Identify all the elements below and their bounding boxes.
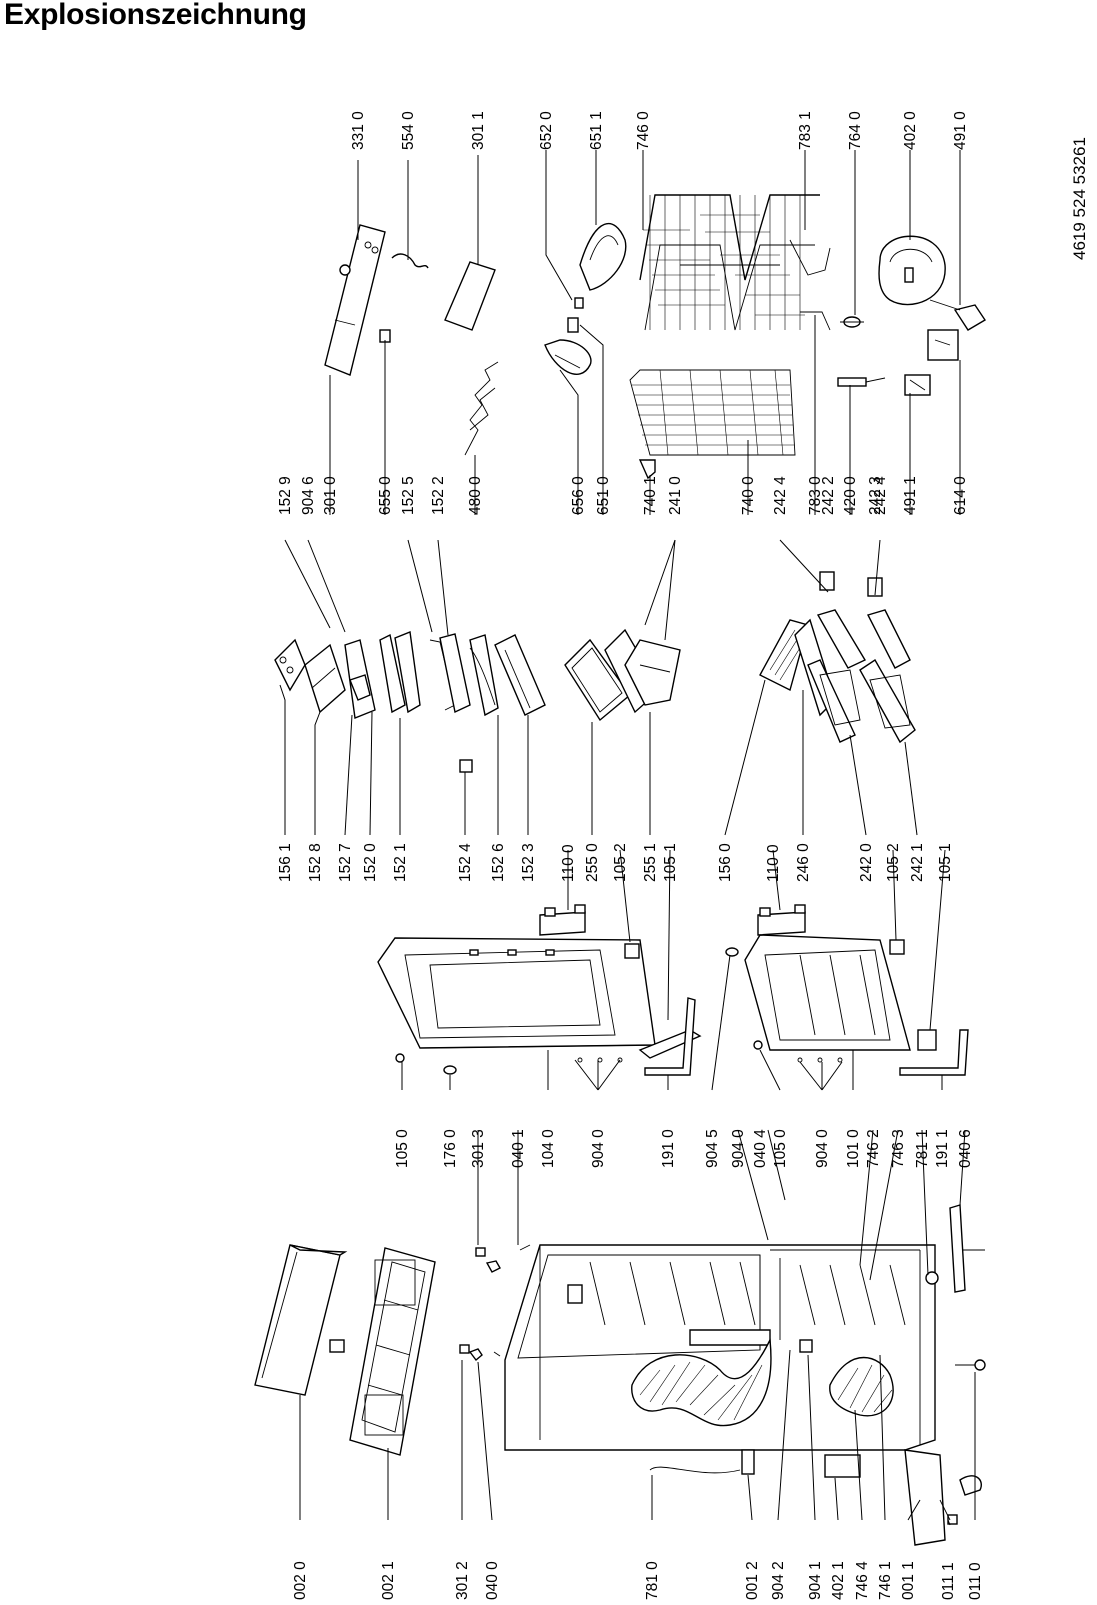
part-number-label: 152 6 (490, 843, 507, 882)
part-number-label: 904 0 (590, 1129, 607, 1168)
part-number-label: 746 1 (877, 1561, 894, 1600)
tubing-drawing (789, 239, 831, 331)
part-number-label: 242 4 (872, 476, 889, 515)
part-number-label: 904 6 (300, 476, 317, 515)
part-number-label: 242 4 (772, 476, 789, 515)
labels-column-left: 002 0 002 1 301 2 040 0 781 0 001 2 904 2 904 1… (292, 1561, 984, 1600)
part-number-label: 746 3 (890, 1129, 907, 1168)
part-number-label: 301 1 (470, 111, 487, 150)
labels-column-mid: 156 1 152 8 152 7 152 0 152 1 152 4 152 6 152 3… (277, 843, 954, 882)
part-number-label: 040 0 (484, 1561, 501, 1600)
part-number-label: 904 2 (770, 1561, 787, 1600)
part-number-label: 176 0 (442, 1129, 459, 1168)
part-number-label: 110 0 (765, 844, 782, 882)
fridge-door-drawing (725, 904, 969, 1076)
part-number-label: 105 1 (937, 843, 954, 882)
part-number-label: 242 1 (909, 843, 926, 882)
part-number-label: 331 0 (350, 111, 367, 150)
part-number-label: 904 1 (807, 1561, 824, 1600)
part-number-label: 101 0 (845, 1129, 862, 1168)
leader-lines (279, 150, 976, 1526)
part-number-label: 105 2 (612, 843, 629, 882)
part-number-label: 904 0 (814, 1129, 831, 1168)
labels-column-right: 331 0 554 0 301 1 652 0 651 1 746 0 783 1 764 0… (350, 111, 969, 150)
part-number-label: 191 1 (934, 1129, 951, 1168)
part-number-label: 402 1 (830, 1561, 847, 1600)
part-number-label: 191 0 (660, 1129, 677, 1168)
dryer-filter-drawing (837, 316, 886, 387)
part-number-label: 554 0 (400, 111, 417, 150)
part-number-label: 746 4 (854, 1561, 871, 1600)
wiring-harness-drawing (464, 361, 499, 456)
cover-plate-drawing (444, 261, 496, 331)
evaporator-drawing (629, 369, 796, 480)
part-number-label: 783 1 (797, 111, 814, 150)
part-number-label: 002 0 (292, 1561, 309, 1600)
part-number-label: 156 0 (717, 843, 734, 882)
part-number-label: 152 5 (400, 476, 417, 515)
part-number-label: 652 0 (538, 111, 555, 150)
condenser-drawing (639, 194, 820, 331)
small-clips-drawing (459, 1244, 531, 1362)
part-number-label: 242 2 (820, 476, 837, 515)
part-number-label: 255 0 (584, 843, 601, 882)
part-number-label: 152 4 (457, 843, 474, 882)
top-frame-drawing (349, 1247, 436, 1456)
cabinet-body-drawing (504, 1204, 986, 1546)
part-number-label: 152 2 (430, 476, 447, 515)
part-number-label: 402 0 (902, 111, 919, 150)
part-number-label: 781 0 (644, 1561, 661, 1600)
part-number-label: 040 4 (752, 1129, 769, 1168)
part-number-label: 011 0 (967, 1562, 984, 1600)
part-number-label: 255 1 (642, 843, 659, 882)
part-number-label: 152 8 (307, 843, 324, 882)
part-number-label: 904 5 (704, 1129, 721, 1168)
part-number-label: 156 1 (277, 843, 294, 882)
part-number-label: 241 0 (667, 476, 684, 515)
freezer-door-drawing (377, 904, 702, 1076)
part-number-label: 764 0 (847, 111, 864, 150)
compressor-drawing (878, 235, 986, 396)
page-title: Explosionszeichnung (4, 0, 307, 31)
part-number-label: 040 6 (957, 1129, 974, 1168)
part-number-label: 491 0 (952, 111, 969, 150)
part-number-label: 104 0 (540, 1129, 557, 1168)
part-number-label: 904 0 (730, 1129, 747, 1168)
lamp-assembly-drawing (544, 222, 627, 375)
part-number-label: 002 1 (380, 1561, 397, 1600)
part-number-label: 001 1 (900, 1561, 917, 1600)
part-number-label: 152 3 (520, 843, 537, 882)
part-number-label: 246 0 (795, 843, 812, 882)
part-number-label: 001 2 (744, 1561, 761, 1600)
part-number-label: 746 2 (865, 1129, 882, 1168)
part-number-label: 152 9 (277, 476, 294, 515)
part-number-label: 746 0 (635, 111, 652, 150)
part-number-label: 242 3 (867, 476, 884, 515)
part-number-label: 152 7 (337, 843, 354, 882)
part-number-label: 301 2 (454, 1561, 471, 1600)
part-number-label: 105 0 (772, 1129, 789, 1168)
part-number-label: 152 0 (362, 843, 379, 882)
fridge-drawers-drawing (759, 571, 916, 744)
part-number-label: 105 0 (394, 1129, 411, 1168)
part-number-label: 011 1 (940, 1562, 957, 1600)
part-number-label: 651 1 (588, 111, 605, 150)
part-number-label: 152 1 (392, 843, 409, 882)
document-number: 4619 524 53261 (1070, 137, 1089, 260)
part-number-label: 105 1 (662, 843, 679, 882)
control-panel-drawing (324, 224, 429, 376)
lid-drawing (254, 1244, 348, 1396)
part-number-label: 242 0 (858, 843, 875, 882)
door-shelves-drawing (274, 628, 681, 773)
